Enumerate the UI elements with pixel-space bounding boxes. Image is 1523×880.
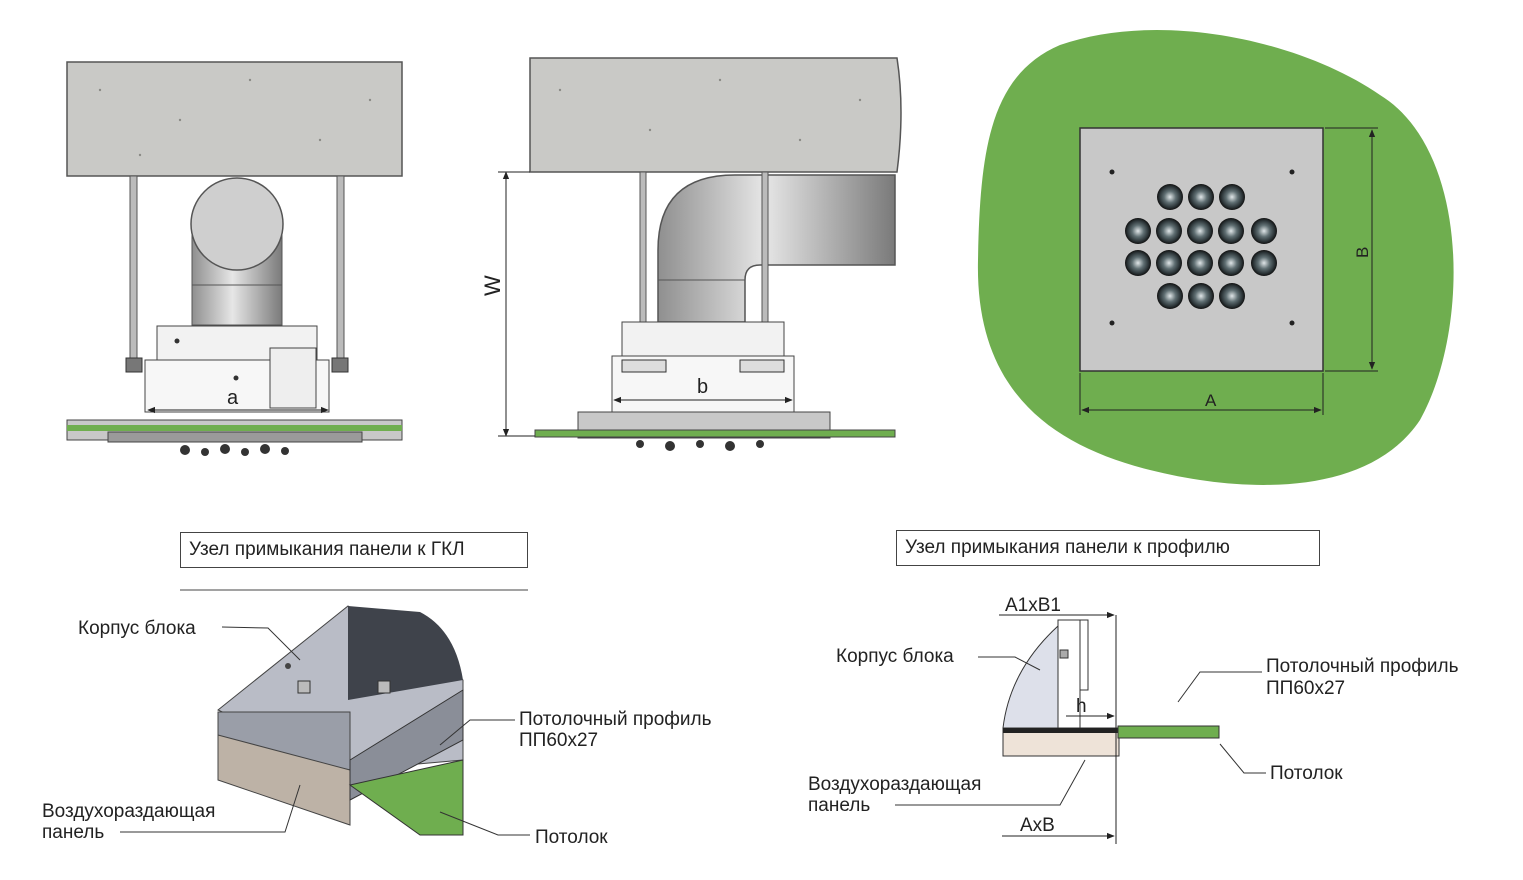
caption-profile: Узел примыкания панели к профилю [896, 530, 1320, 566]
label-profile-right-code: ПП60х27 [1266, 678, 1345, 699]
nozzle-icon [1251, 250, 1277, 276]
nozzle-icon [1187, 218, 1213, 244]
nozzle-icon [1219, 184, 1245, 210]
label-panel-right: Воздухораздающая [808, 774, 981, 795]
nozzle-icon [1157, 283, 1183, 309]
side-view-middle: b W [480, 57, 902, 451]
label-body-left: Корпус блока [78, 618, 196, 639]
detail-gkl [120, 589, 530, 836]
ceiling-profile [349, 689, 464, 801]
hanger-rod [336, 175, 345, 363]
detail-profile [895, 611, 1266, 844]
front-view-left: a [66, 61, 403, 456]
dim-w-label: W [480, 275, 505, 296]
hanger-rod [129, 175, 138, 363]
top-view-right: B A [977, 29, 1454, 485]
label-profile-left-code: ПП60х27 [519, 730, 598, 751]
nozzle-icon [1251, 218, 1277, 244]
unit-body-section [1002, 624, 1059, 729]
inspection-hatch [269, 347, 317, 409]
ceiling-green [1117, 725, 1220, 739]
duct-elbow [657, 174, 896, 323]
nozzle-icon [1218, 218, 1244, 244]
nozzle-icon [1219, 283, 1245, 309]
nozzle-icon [1156, 250, 1182, 276]
dim-b-label: b [697, 376, 708, 398]
dim-h-label: h [1076, 696, 1087, 717]
label-panel-right-2: панель [808, 795, 870, 816]
dim-A1xB1-label: A1xB1 [1005, 595, 1061, 616]
nozzle-icon [1157, 184, 1183, 210]
label-body-right: Корпус блока [836, 646, 954, 667]
concrete-slab [66, 61, 403, 177]
ceiling-green [348, 759, 464, 836]
nozzle-icon [1156, 218, 1182, 244]
dim-A-label: A [1205, 391, 1217, 410]
dim-B-label: B [1353, 247, 1372, 258]
nozzle-array [1125, 184, 1277, 309]
unit-body [348, 606, 463, 700]
nozzle-icon [1188, 283, 1214, 309]
label-panel-left: Воздухораздающая [42, 801, 215, 822]
label-profile-left: Потолочный профиль [519, 709, 712, 730]
label-ceiling-left: Потолок [535, 827, 608, 848]
dim-AxB-label: AxB [1020, 815, 1055, 836]
nozzle-icon [1188, 184, 1214, 210]
dim-a-label: a [227, 387, 239, 409]
concrete-slab [529, 57, 902, 173]
nozzle-icon [1187, 250, 1213, 276]
caption-gkl: Узел примыкания панели к ГКЛ [180, 532, 528, 568]
label-profile-right: Потолочный профиль [1266, 656, 1459, 677]
air-panel-edge [217, 734, 351, 826]
diffuser-panel [1079, 127, 1324, 372]
duct-elbow-end [190, 177, 284, 271]
nozzle-icon [1218, 250, 1244, 276]
label-panel-left-2: панель [42, 822, 104, 843]
label-ceiling-right: Потолок [1270, 763, 1343, 784]
nozzle-icon [1125, 250, 1151, 276]
nozzle-icon [1125, 218, 1151, 244]
plenum-box [621, 321, 785, 359]
